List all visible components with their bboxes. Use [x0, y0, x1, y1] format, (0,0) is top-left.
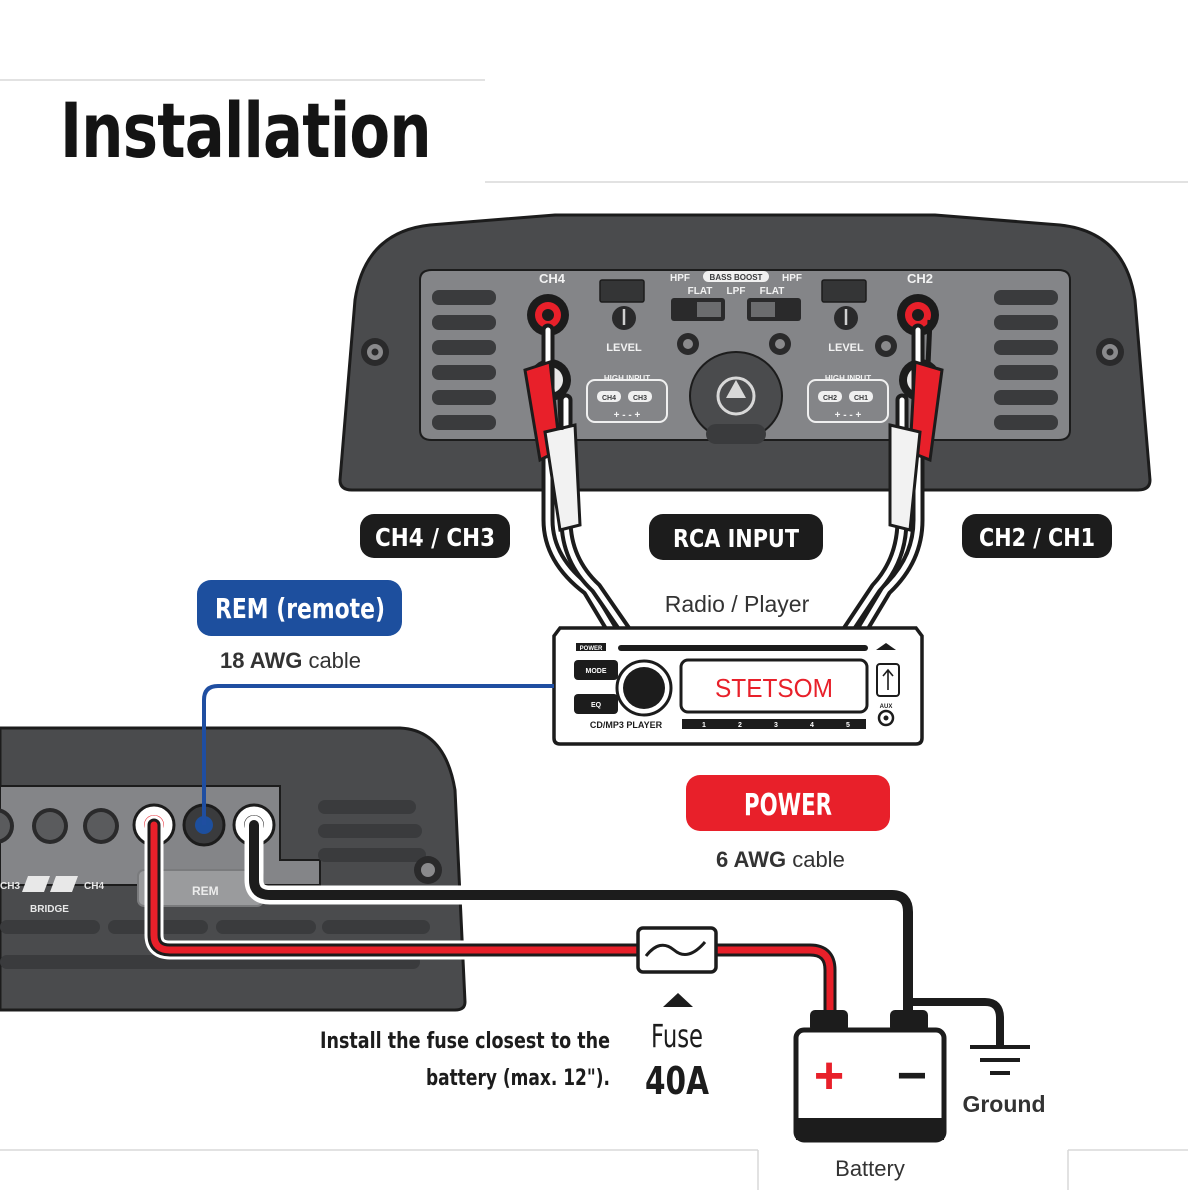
amp-label-polarity-right: + - - + [835, 410, 862, 421]
battery-caption: Battery [835, 1156, 905, 1181]
svg-text:CH4 / CH3: CH4 / CH3 [375, 523, 495, 552]
frame-lines [0, 79, 1188, 1190]
amp-label-hi-ch4: CH4 [602, 395, 616, 402]
radio-mode-label: MODE [586, 668, 607, 675]
power-wire [144, 815, 840, 1020]
amp-label-hi-ch3: CH3 [633, 395, 647, 402]
amp-label-polarity-left: + - - + [614, 410, 641, 421]
rem-cable-caption: 18 AWG cable [220, 648, 361, 673]
badge-power: POWER [686, 775, 890, 831]
battery-icon: + − [793, 1010, 947, 1143]
svg-text:POWER: POWER [744, 788, 832, 823]
level-knob-icon [612, 306, 858, 330]
preset-button-3[interactable]: 3 [774, 722, 778, 729]
amp-label-ch2: CH2 [907, 271, 933, 286]
amplifier-top: CH4 CH2 HPF HPF FLAT LPF FLAT LEVEL LEVE… [338, 213, 1152, 492]
rca-cable-right [841, 319, 944, 637]
side-label-ch4: CH4 [84, 881, 104, 892]
badge-rem-remote: REM (remote) [197, 580, 402, 636]
preset-buttons: 1 2 3 4 5 [702, 722, 850, 729]
radio-model-label: CD/MP3 PLAYER [590, 720, 663, 730]
badge-ch2-ch1: CH2 / CH1 [962, 514, 1112, 558]
preset-button-4[interactable]: 4 [810, 722, 814, 729]
fuse-note-line-1: Install the fuse closest to the [320, 1029, 610, 1054]
amp-label-hi-ch1: CH1 [854, 395, 868, 402]
battery-positive-sign: + [814, 1047, 844, 1105]
amp-label-hpf-right: HPF [782, 273, 802, 284]
radio-head-unit: POWER MODE EQ STETSOM CD/MP3 PLAYER AUX … [552, 626, 924, 746]
svg-text:REM (remote): REM (remote) [215, 592, 385, 625]
ground-wire [244, 815, 1004, 1045]
amp-label-ch4: CH4 [539, 271, 566, 286]
radio-aux-label: AUX [880, 704, 893, 710]
radio-display-text: STETSOM [715, 673, 833, 703]
amp-label-level-right: LEVEL [828, 342, 864, 354]
amp-label-flat-right: FLAT [760, 286, 785, 297]
amp-label-hi-ch2: CH2 [823, 395, 837, 402]
preset-button-1[interactable]: 1 [702, 722, 706, 729]
remote-wire [202, 684, 554, 825]
battery-negative-sign: − [897, 1047, 927, 1105]
mode-button[interactable] [574, 660, 618, 680]
eq-button[interactable] [574, 694, 618, 714]
amp-label-high-input-right: HIGH INPUT [825, 374, 871, 383]
side-label-rem: REM [192, 884, 219, 898]
amp-label-bass-boost: BASS BOOST [710, 273, 763, 282]
badge-ch4-ch3: CH4 / CH3 [360, 514, 510, 558]
fuse-icon [636, 926, 718, 1007]
amp-label-high-input-left: HIGH INPUT [604, 374, 650, 383]
screw-icon [361, 333, 1124, 366]
amplifier-side: CH3 CH4 BRIDGE REM [0, 726, 467, 1012]
amp-label-hpf-left: HPF [670, 273, 690, 284]
radio-eq-label: EQ [591, 702, 602, 709]
amp-label-level-left: LEVEL [606, 342, 642, 354]
fuse-rating: 40A [645, 1059, 709, 1103]
fuse-label: Fuse [651, 1017, 703, 1055]
amp-label-flat-left: FLAT [688, 286, 713, 297]
amp-label-lpf: LPF [727, 286, 746, 297]
page-title: Installation [60, 86, 432, 175]
ground-icon [970, 1045, 1030, 1075]
rca-cable-left [523, 323, 632, 637]
preset-button-2[interactable]: 2 [738, 722, 742, 729]
radio-power-label: POWER [580, 646, 603, 652]
preset-button-5[interactable]: 5 [846, 722, 850, 729]
side-label-bridge: BRIDGE [30, 904, 69, 915]
power-cable-caption: 6 AWG cable [716, 847, 845, 872]
svg-text:CH2 / CH1: CH2 / CH1 [979, 523, 1095, 552]
badge-rca-input: RCA INPUT [649, 514, 823, 560]
side-label-ch3: CH3 [0, 881, 20, 892]
fuse-note-line-2: battery (max. 12"). [426, 1066, 610, 1091]
eject-icon [876, 643, 896, 650]
ground-caption: Ground [962, 1091, 1045, 1117]
svg-text:RCA INPUT: RCA INPUT [673, 524, 799, 553]
radio-player-caption: Radio / Player [665, 591, 810, 617]
